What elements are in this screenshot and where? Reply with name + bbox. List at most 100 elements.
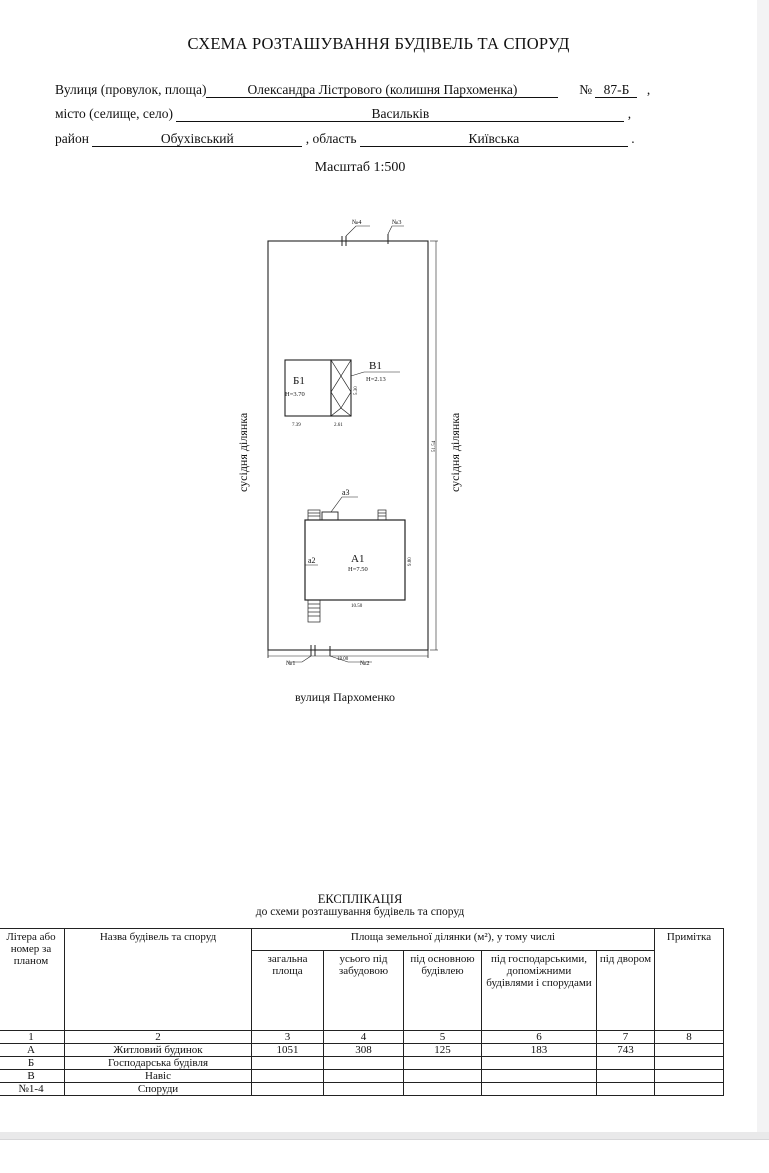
stairs-left-bottom bbox=[307, 599, 321, 623]
header-name: Назва будівель та споруд bbox=[64, 928, 252, 1031]
v1-label: В1 bbox=[369, 360, 382, 372]
site-plan: №4 №3 №1 №2 Б1 Н=3.70 В1 Н=2.13 А1 Н=7.5… bbox=[236, 219, 462, 667]
building-b1 bbox=[284, 359, 332, 417]
neighbor-right-label: сусідня ділянка bbox=[448, 412, 462, 492]
marker-n4: №4 bbox=[352, 219, 362, 226]
row-note bbox=[654, 1082, 724, 1096]
row-liter: №1-4 bbox=[0, 1082, 65, 1096]
row-note bbox=[654, 1043, 724, 1057]
row-total bbox=[251, 1082, 324, 1096]
header-yard: під двором bbox=[596, 950, 655, 1031]
row-main bbox=[403, 1082, 482, 1096]
building-v1 bbox=[330, 359, 352, 417]
row-aux bbox=[481, 1082, 597, 1096]
row-main: 125 bbox=[403, 1043, 482, 1057]
street-label: Вулиця (провулок, площа) bbox=[55, 82, 207, 97]
dim-a-height: 9.80 bbox=[408, 557, 413, 566]
a1-label: А1 bbox=[351, 553, 364, 565]
number-value: 87-Б bbox=[595, 83, 638, 98]
header-aux: під господарськими, допоміжними будівлям… bbox=[481, 950, 597, 1031]
colnum-4: 4 bbox=[323, 1030, 404, 1044]
row-main bbox=[403, 1056, 482, 1070]
colnum-8: 8 bbox=[654, 1030, 724, 1044]
district-label: район bbox=[55, 131, 89, 146]
a2-label: а2 bbox=[308, 556, 316, 565]
row-name: Споруди bbox=[64, 1082, 252, 1096]
row-built bbox=[323, 1082, 404, 1096]
row-total: 1051 bbox=[251, 1043, 324, 1057]
row-built: 308 bbox=[323, 1043, 404, 1057]
colnum-7: 7 bbox=[596, 1030, 655, 1044]
colnum-3: 3 bbox=[251, 1030, 324, 1044]
header-main: під основною будівлею bbox=[403, 950, 482, 1031]
dim-a-width: 10.50 bbox=[351, 604, 363, 609]
row-yard bbox=[596, 1082, 655, 1096]
row-liter: А bbox=[0, 1043, 65, 1057]
row-aux bbox=[481, 1069, 597, 1083]
document-title: СХЕМА РОЗТАШУВАННЯ БУДІВЕЛЬ ТА СПОРУД bbox=[187, 34, 570, 53]
street-row: Вулиця (провулок, площа)Олександра Лістр… bbox=[55, 82, 650, 98]
table-row: Б Господарська будівля bbox=[0, 1056, 724, 1070]
dim-plot-side: 51.54 bbox=[432, 440, 437, 452]
column-number-row: 1 2 3 4 5 6 7 8 bbox=[0, 1030, 724, 1044]
dim-plot-front: 18.00 bbox=[337, 657, 349, 662]
row-aux bbox=[481, 1056, 597, 1070]
city-comma: , bbox=[627, 106, 632, 121]
row-total bbox=[251, 1069, 324, 1083]
region-label: , область bbox=[305, 131, 357, 146]
b1-label: Б1 bbox=[293, 375, 305, 387]
row-total bbox=[251, 1056, 324, 1070]
number-label: № bbox=[579, 82, 593, 97]
district-row: район Обухівський , область Київська . bbox=[55, 131, 635, 147]
street-comma: , bbox=[646, 82, 651, 97]
row-built bbox=[323, 1069, 404, 1083]
dim-v-width: 2.61 bbox=[334, 423, 343, 428]
table-row: №1-4 Споруди bbox=[0, 1082, 724, 1096]
city-value: Васильків bbox=[176, 107, 625, 122]
marker-n2: №2 bbox=[360, 660, 369, 667]
neighbor-left-label: сусідня ділянка bbox=[236, 412, 250, 492]
row-liter: Б bbox=[0, 1056, 65, 1070]
a3-label: а3 bbox=[342, 488, 350, 497]
row-yard bbox=[596, 1069, 655, 1083]
next-page-preview[interactable] bbox=[0, 1139, 769, 1173]
region-value: Київська bbox=[359, 132, 628, 147]
stairs-right-top bbox=[377, 509, 387, 521]
document-page: СХЕМА РОЗТАШУВАННЯ БУДІВЕЛЬ ТА СПОРУД Ву… bbox=[0, 34, 724, 1096]
building-a1 bbox=[304, 519, 406, 601]
district-value: Обухівський bbox=[92, 132, 303, 147]
street-bottom-label: вулиця Пархоменко bbox=[295, 690, 395, 704]
plot-boundary bbox=[267, 240, 429, 651]
street-value: Олександра Лістрового (колишня Пархоменк… bbox=[206, 83, 559, 98]
dim-v-height: 5.30 bbox=[354, 386, 359, 395]
row-yard: 743 bbox=[596, 1043, 655, 1057]
marker-n1: №1 bbox=[286, 660, 295, 667]
page-shadow bbox=[757, 0, 769, 1132]
city-label: місто (селище, село) bbox=[55, 106, 174, 121]
colnum-5: 5 bbox=[403, 1030, 482, 1044]
header-note: Примітка bbox=[654, 928, 724, 1031]
row-built bbox=[323, 1056, 404, 1070]
table-row: В Навіс bbox=[0, 1069, 724, 1083]
marker-n3: №3 bbox=[392, 219, 401, 226]
row-name: Господарська будівля bbox=[64, 1056, 252, 1070]
row-name: Навіс bbox=[64, 1069, 252, 1083]
header-liter: Літера або номер за планом bbox=[0, 928, 65, 1031]
header-total: загальна площа bbox=[251, 950, 324, 1031]
v1-height: Н=2.13 bbox=[366, 376, 386, 383]
stairs-left-top bbox=[307, 509, 321, 521]
row-aux: 183 bbox=[481, 1043, 597, 1057]
header-built: усього під забудовою bbox=[323, 950, 404, 1031]
table-row: А Житловий будинок 1051 308 125 183 743 bbox=[0, 1043, 724, 1057]
row-liter: В bbox=[0, 1069, 65, 1083]
colnum-1: 1 bbox=[0, 1030, 65, 1044]
row-main bbox=[403, 1069, 482, 1083]
row-note bbox=[654, 1056, 724, 1070]
row-name: Житловий будинок bbox=[64, 1043, 252, 1057]
colnum-2: 2 bbox=[64, 1030, 252, 1044]
district-period: . bbox=[631, 131, 635, 146]
explication-title: ЕКСПЛІКАЦІЯ bbox=[317, 892, 403, 906]
a1-height: Н=7.50 bbox=[348, 566, 368, 573]
row-yard bbox=[596, 1056, 655, 1070]
city-row: місто (селище, село) Васильків , bbox=[55, 106, 631, 122]
